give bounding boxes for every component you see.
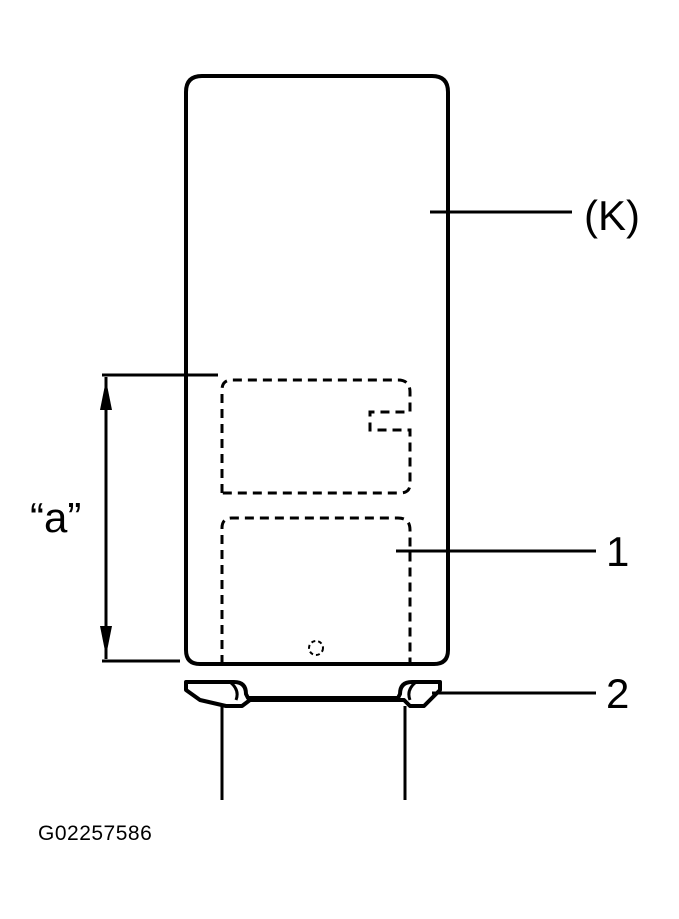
dimension-a-arrow-bottom bbox=[100, 626, 112, 656]
part-1-lower-dashed bbox=[220, 516, 412, 664]
label-tool-k: (K) bbox=[584, 192, 640, 239]
label-part-2: 2 bbox=[606, 670, 629, 717]
part-2-inner-rim bbox=[229, 680, 417, 701]
tool-k-body bbox=[184, 74, 450, 666]
part-1-small-dashed-feature bbox=[308, 640, 324, 656]
dimension-a-arrow-top bbox=[100, 380, 112, 410]
figure-code: G02257586 bbox=[38, 822, 153, 845]
label-part-1: 1 bbox=[606, 528, 629, 575]
part-2-seat bbox=[184, 680, 442, 708]
label-dimension-a: “a” bbox=[30, 494, 81, 541]
part-1-upper-dashed bbox=[220, 378, 412, 495]
